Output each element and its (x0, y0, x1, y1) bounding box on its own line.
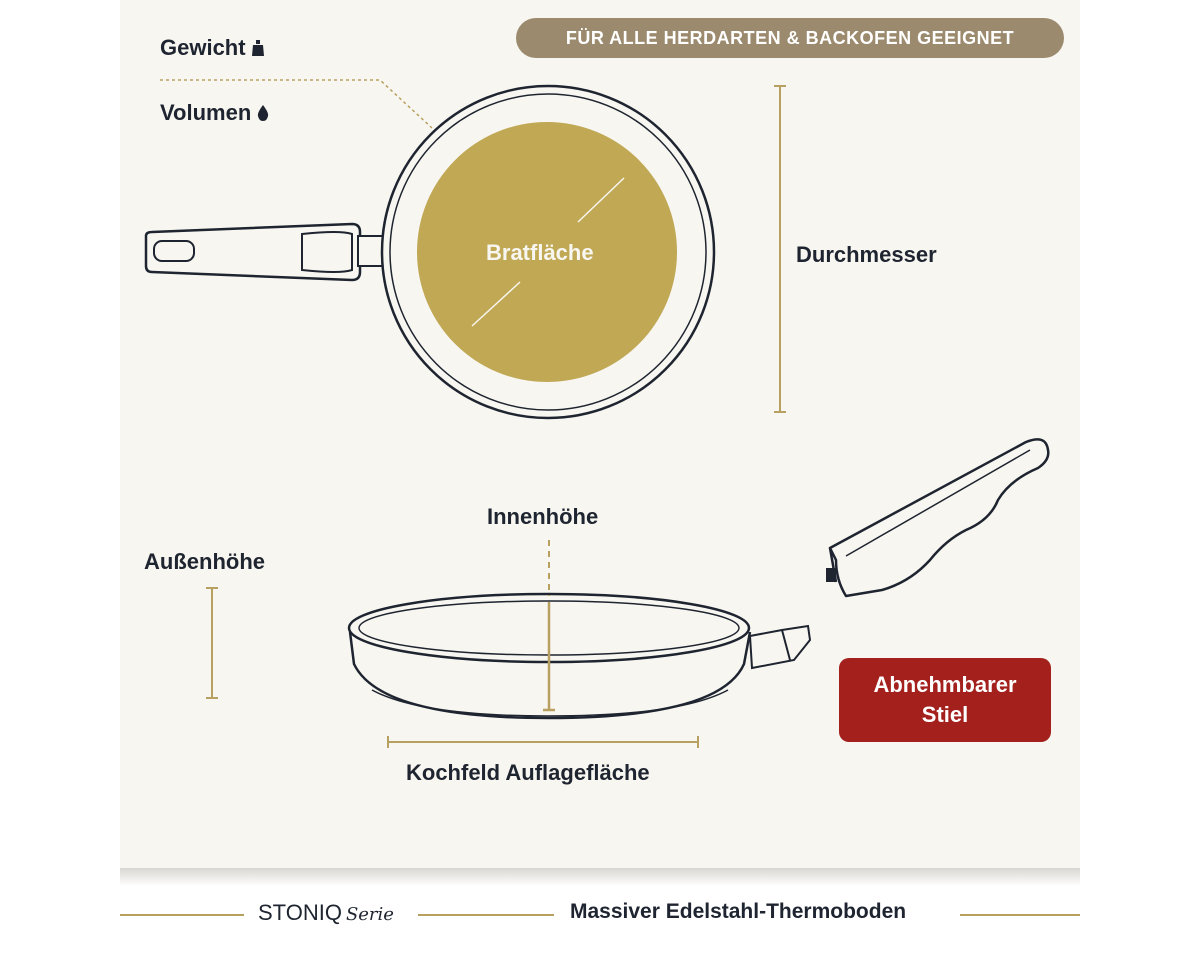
leader-line (160, 79, 433, 129)
diameter-mark-lower (471, 281, 521, 327)
handle-slot (153, 240, 195, 262)
frying-area-label: Bratfläche (486, 240, 594, 265)
diameter-dimension (774, 85, 786, 413)
pan-side-view (347, 592, 812, 720)
handle-connector (357, 235, 385, 267)
pan-base-line (371, 689, 729, 717)
detachable-handle (826, 438, 1050, 598)
handle-stub (748, 624, 812, 670)
brand-name: STONIQ (258, 900, 342, 925)
pan-handle-top (144, 222, 362, 282)
divider-shadow (120, 868, 1080, 886)
pan-top-view (144, 84, 716, 420)
weight-icon (251, 36, 264, 62)
diameter-mark-upper (577, 177, 625, 223)
suitability-badge: FÜR ALLE HERDARTEN & BACKOFEN GEEIGNET (516, 18, 1064, 58)
volume-label: Volumen (160, 100, 269, 127)
hob-contact-label: Kochfeld Auflagefläche (406, 760, 650, 785)
footer-tagline: Massiver Edelstahl-Thermoboden (570, 900, 907, 923)
brand-series: Serie (345, 904, 394, 925)
footer-rule-middle (418, 914, 554, 916)
weight-label: Gewicht (160, 35, 264, 62)
footer-rule-left (120, 914, 244, 916)
inner-height-dimension (543, 540, 555, 712)
hob-contact-dimension (387, 736, 699, 748)
outer-height-label: Außenhöhe (144, 549, 265, 574)
outer-height-dimension (206, 587, 218, 699)
handle-grip (301, 231, 353, 273)
inner-height-label: Innenhöhe (487, 504, 599, 529)
handle-badge-line1: Abnehmbarer (873, 672, 1017, 697)
detachable-handle-badge: Abnehmbarer Stiel (839, 658, 1051, 742)
handle-badge-line2: Stiel (921, 702, 969, 727)
drop-icon (257, 101, 269, 127)
footer-rule-right (960, 914, 1080, 916)
diameter-label: Durchmesser (796, 242, 937, 267)
